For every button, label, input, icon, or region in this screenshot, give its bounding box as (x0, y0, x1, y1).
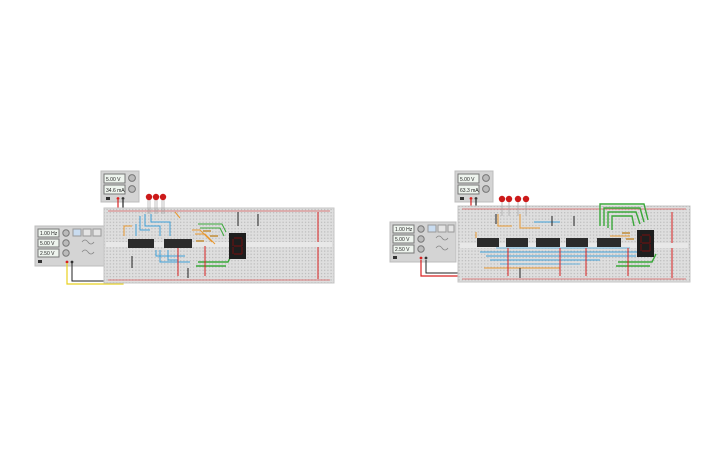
right-fg-offset-knob[interactable] (417, 245, 425, 253)
left-wires[interactable] (123, 211, 259, 278)
resistor[interactable] (203, 230, 211, 232)
left-breadboard[interactable] (103, 207, 335, 284)
resistor[interactable] (622, 232, 630, 234)
right-circuit: 5.00 V 63.3 mA 1.00 Hz 5.00 V 2.50 V (389, 170, 691, 283)
led[interactable] (152, 193, 160, 201)
left-current-knob[interactable] (128, 185, 136, 193)
right-function-generator[interactable]: 1.00 Hz 5.00 V 2.50 V (389, 221, 457, 263)
right-seven-segment-display[interactable] (637, 230, 654, 257)
left-fg-square-button[interactable] (82, 228, 92, 237)
right-fg-frequency: 1.00 Hz (395, 227, 413, 233)
right-power-supply[interactable]: 5.00 V 63.3 mA (454, 170, 494, 203)
right-fg-frequency-knob[interactable] (417, 225, 425, 233)
left-function-generator[interactable]: 1.00 Hz 5.00 V 2.50 V (34, 225, 105, 267)
led[interactable] (145, 193, 153, 201)
left-fg-amplitude-knob[interactable] (62, 239, 70, 247)
left-supply-terminal-pos[interactable] (116, 197, 120, 200)
led[interactable] (514, 195, 522, 203)
resistor[interactable] (210, 235, 218, 237)
right-fg-triangle-button[interactable] (447, 224, 455, 233)
left-fg-triangle-button[interactable] (92, 228, 102, 237)
right-supply-terminal-neg[interactable] (474, 197, 478, 200)
right-supply-current: 63.3 mA (460, 188, 479, 194)
resistor[interactable] (626, 238, 634, 240)
left-circuit: 5.00 V 34.6 mA 1.00 Hz 5.00 V 2.50 V (34, 170, 335, 285)
right-wires[interactable] (475, 203, 657, 278)
left-fg-sine-button[interactable] (72, 228, 82, 237)
right-leds[interactable] (498, 195, 530, 216)
led[interactable] (505, 195, 513, 203)
right-chip-1[interactable] (477, 238, 499, 247)
left-leds[interactable] (145, 193, 167, 214)
right-fg-offset: 2.50 V (395, 247, 410, 253)
left-seven-segment-display[interactable] (229, 233, 246, 259)
left-chip-1[interactable] (128, 239, 154, 248)
left-supply-current: 34.6 mA (106, 188, 125, 194)
left-fg-offset-knob[interactable] (62, 249, 70, 257)
left-supply-voltage: 5.00 V (106, 177, 121, 183)
right-current-knob[interactable] (482, 185, 490, 193)
right-voltage-knob[interactable] (482, 174, 490, 182)
left-fg-frequency-knob[interactable] (62, 229, 70, 237)
left-power-supply[interactable]: 5.00 V 34.6 mA (100, 170, 140, 203)
resistor[interactable] (196, 240, 204, 242)
right-fg-sine-button[interactable] (427, 224, 437, 233)
right-fg-square-button[interactable] (437, 224, 447, 233)
left-supply-terminal-neg[interactable] (121, 197, 125, 200)
right-chip-3[interactable] (536, 238, 560, 247)
left-voltage-knob[interactable] (128, 174, 136, 182)
right-chip-4[interactable] (566, 238, 588, 247)
right-supply-terminal-pos[interactable] (469, 197, 473, 200)
left-fg-frequency: 1.00 Hz (40, 231, 58, 237)
led[interactable] (159, 193, 167, 201)
right-chip-2[interactable] (506, 238, 528, 247)
right-chip-5[interactable] (597, 238, 621, 247)
right-fg-amplitude: 5.00 V (395, 237, 410, 243)
right-fg-amplitude-knob[interactable] (417, 235, 425, 243)
left-fg-offset: 2.50 V (40, 251, 55, 257)
left-fg-amplitude: 5.00 V (40, 241, 55, 247)
led[interactable] (522, 195, 530, 203)
left-chip-2[interactable] (164, 239, 192, 248)
led[interactable] (498, 195, 506, 203)
right-supply-voltage: 5.00 V (460, 177, 475, 183)
